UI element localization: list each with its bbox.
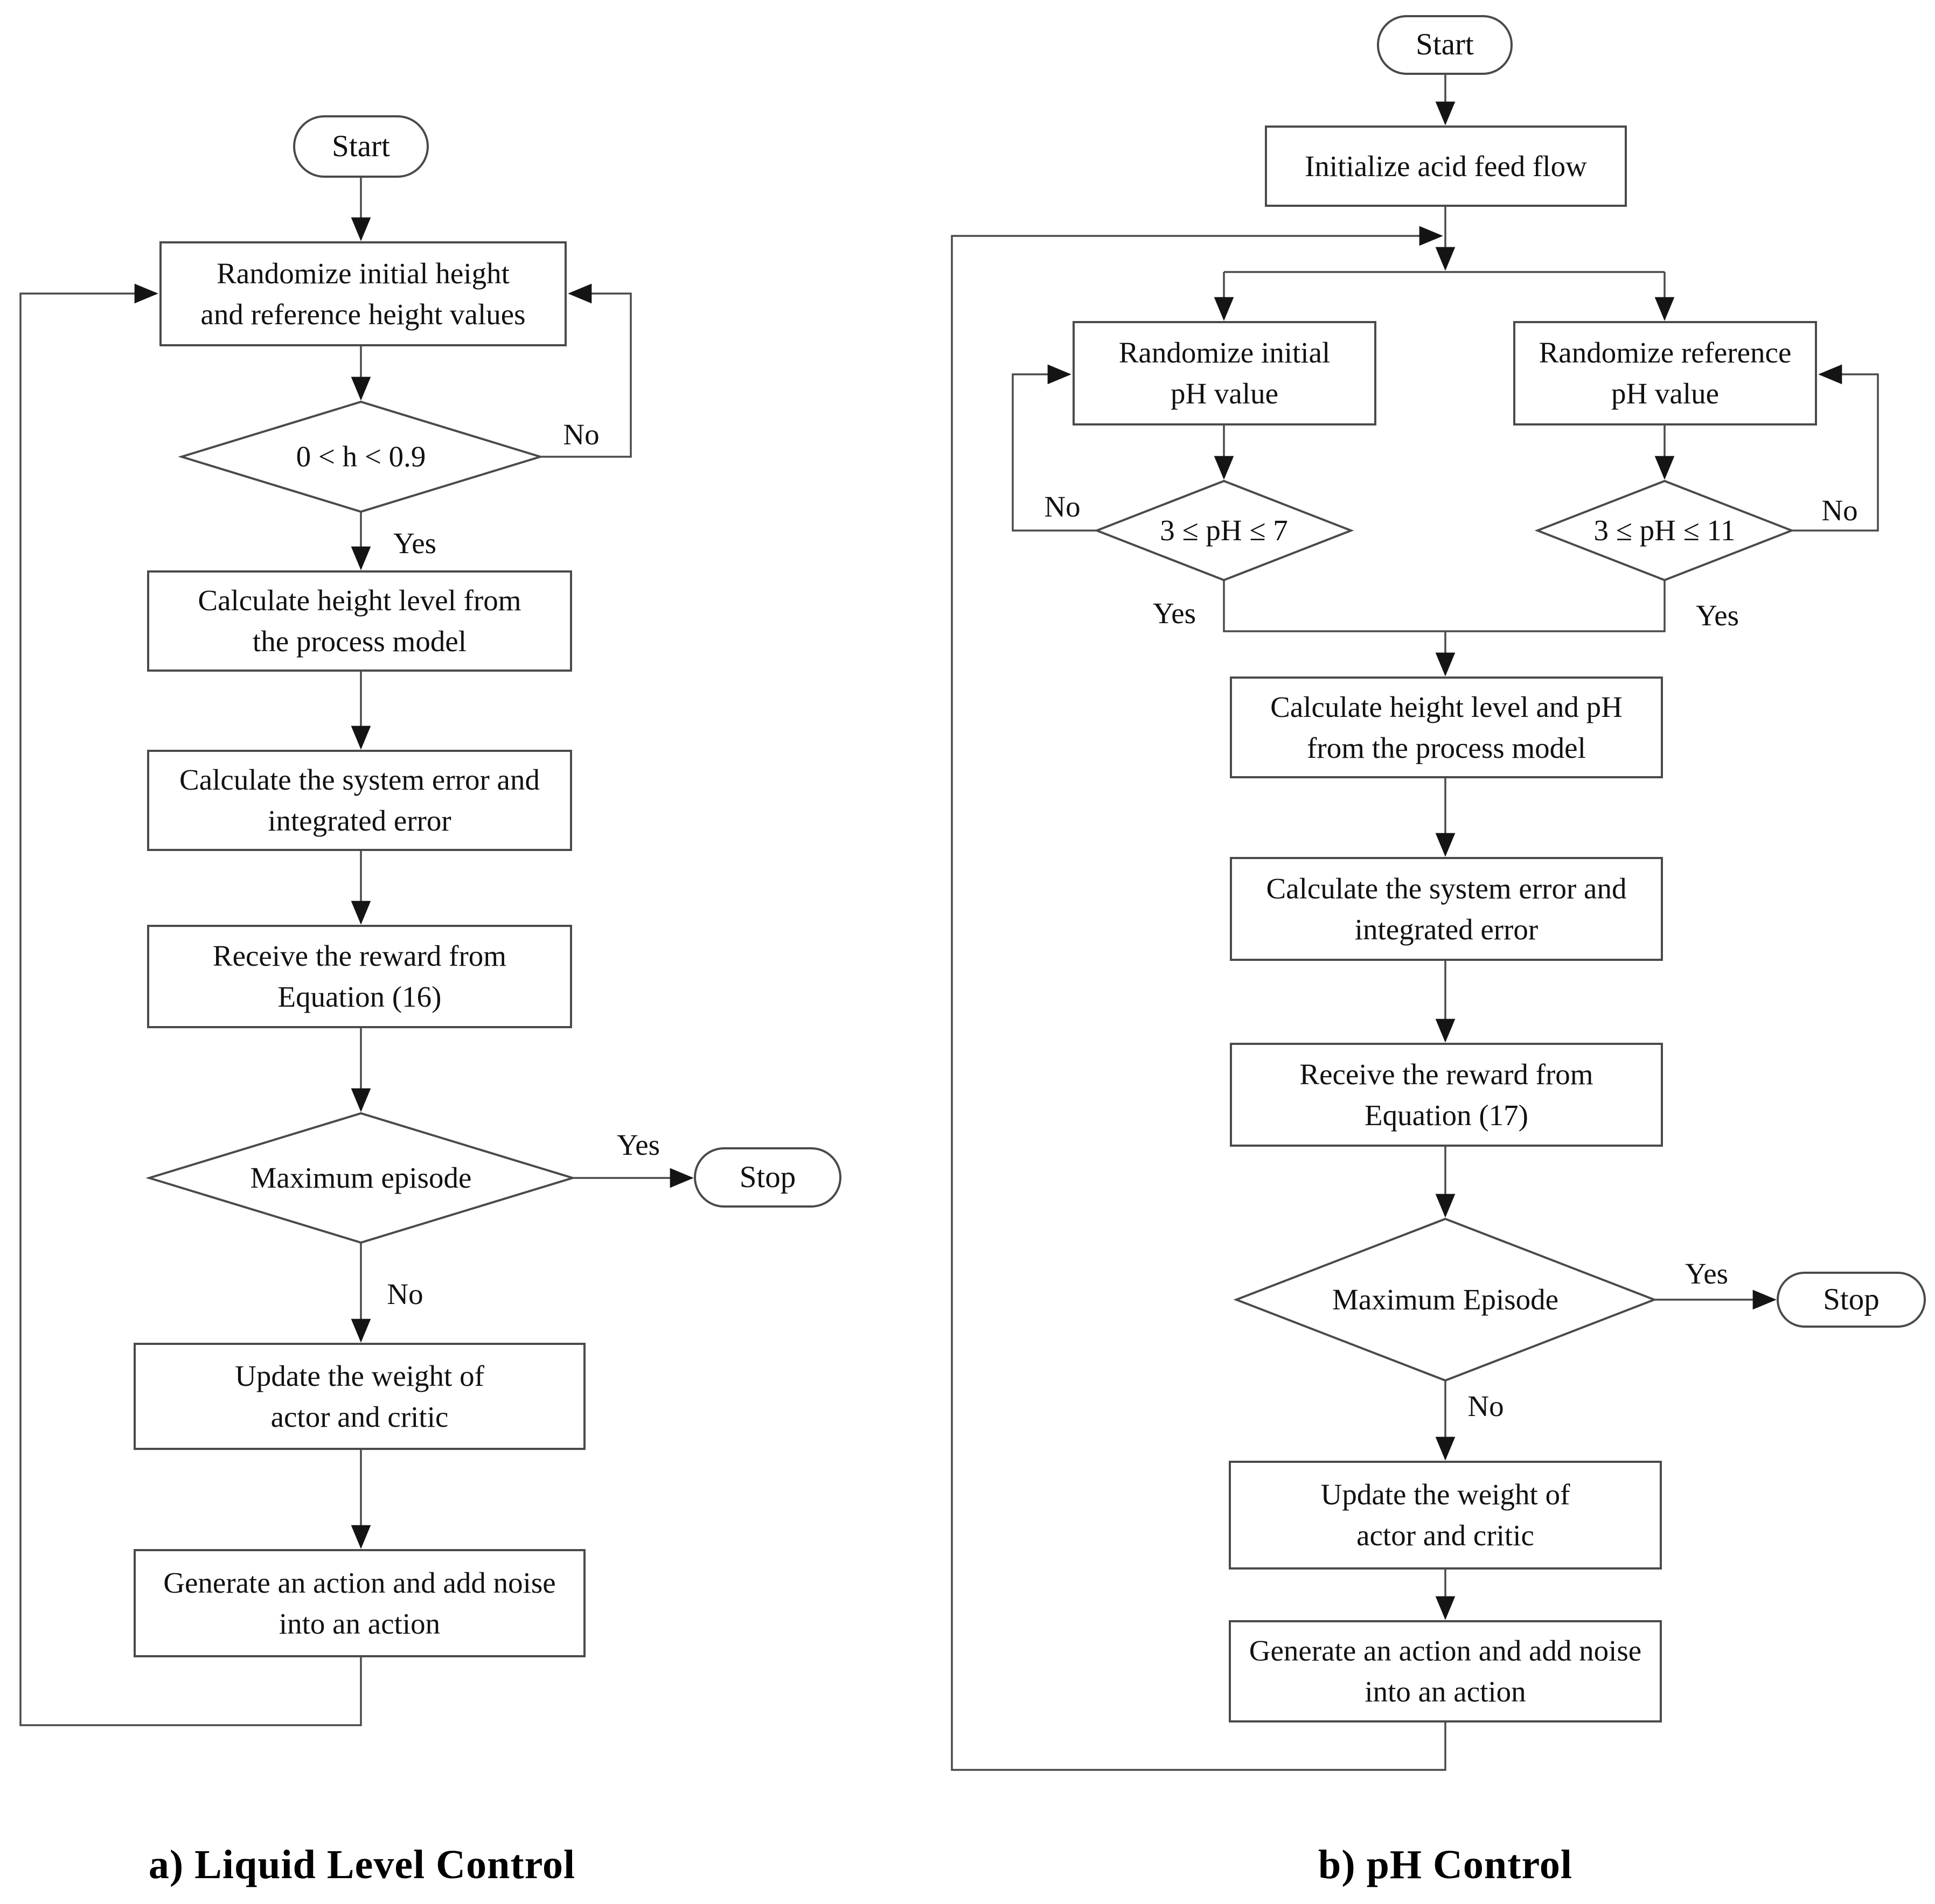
a-reward-box [147, 925, 572, 1028]
b-stop-terminal [1777, 1272, 1926, 1328]
b-no-loop-reference-line [1792, 364, 1879, 532]
a-randomize-box [159, 241, 567, 346]
a-condition-max-diamond [145, 1112, 576, 1244]
b-generate-box [1229, 1620, 1662, 1722]
b-calc-ph-box [1230, 676, 1663, 778]
b-reward-box [1230, 1043, 1663, 1147]
b-update-box [1229, 1461, 1662, 1570]
b-calc-error-box [1230, 857, 1663, 961]
a-calc-error-box [147, 750, 572, 851]
b-condition-initial-diamond [1094, 479, 1354, 582]
a-calc-height-box [147, 570, 572, 672]
a-update-box [134, 1343, 586, 1450]
a-condition-height-diamond [178, 400, 544, 513]
b-start-terminal [1377, 15, 1513, 75]
b-merge-line [1223, 580, 1666, 632]
a-generate-box [134, 1549, 586, 1657]
b-randomize-initial-box [1073, 321, 1376, 426]
a-episode-loop-line [19, 283, 362, 1726]
b-randomize-reference-box [1513, 321, 1817, 426]
a-start-terminal [293, 115, 429, 178]
b-episode-loop-line [951, 226, 1446, 1771]
a-stop-terminal [694, 1147, 841, 1208]
b-condition-reference-diamond [1534, 479, 1795, 582]
b-no-loop-initial-line [1012, 364, 1097, 532]
a-no-loop-line [540, 283, 632, 458]
b-condition-max-diamond [1233, 1217, 1658, 1382]
b-init-box [1265, 125, 1627, 207]
